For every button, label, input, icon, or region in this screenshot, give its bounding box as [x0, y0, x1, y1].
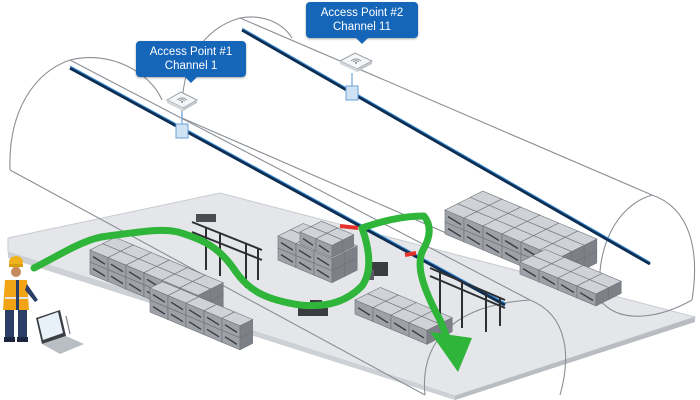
ap-mount-1 [175, 112, 189, 139]
access-point-2-name: Access Point #2 [320, 7, 404, 19]
access-point-1-label: Access Point #1 Channel 1 [136, 41, 246, 83]
worker-icon [3, 256, 38, 342]
arrow-icon [430, 332, 472, 372]
pallet-box [576, 279, 610, 307]
pallet-box [221, 311, 254, 339]
ceiling-cable-rear [241, 27, 651, 266]
ceiling-cable-front [69, 65, 506, 307]
coverage-gap-marker [339, 224, 359, 230]
access-point-1-name: Access Point #1 [149, 46, 233, 58]
wifi-icon [350, 58, 362, 65]
roaming-path [30, 212, 472, 372]
laptop-icon [36, 310, 84, 354]
wifi-icon [176, 97, 188, 104]
access-point-2-label: Access Point #2 Channel 11 [306, 2, 418, 44]
pallet-box [315, 232, 344, 258]
storage-rack-right [429, 267, 506, 332]
pallet-stacks [89, 190, 622, 351]
ap-mount-2 [345, 73, 359, 101]
access-point-1 [165, 91, 199, 111]
storage-rack-left [191, 214, 263, 288]
access-point-2-channel: Channel 11 [333, 21, 391, 33]
access-point-1-channel: Channel 1 [164, 60, 218, 72]
access-point-2 [338, 52, 374, 72]
coverage-gap-marker [404, 251, 417, 257]
